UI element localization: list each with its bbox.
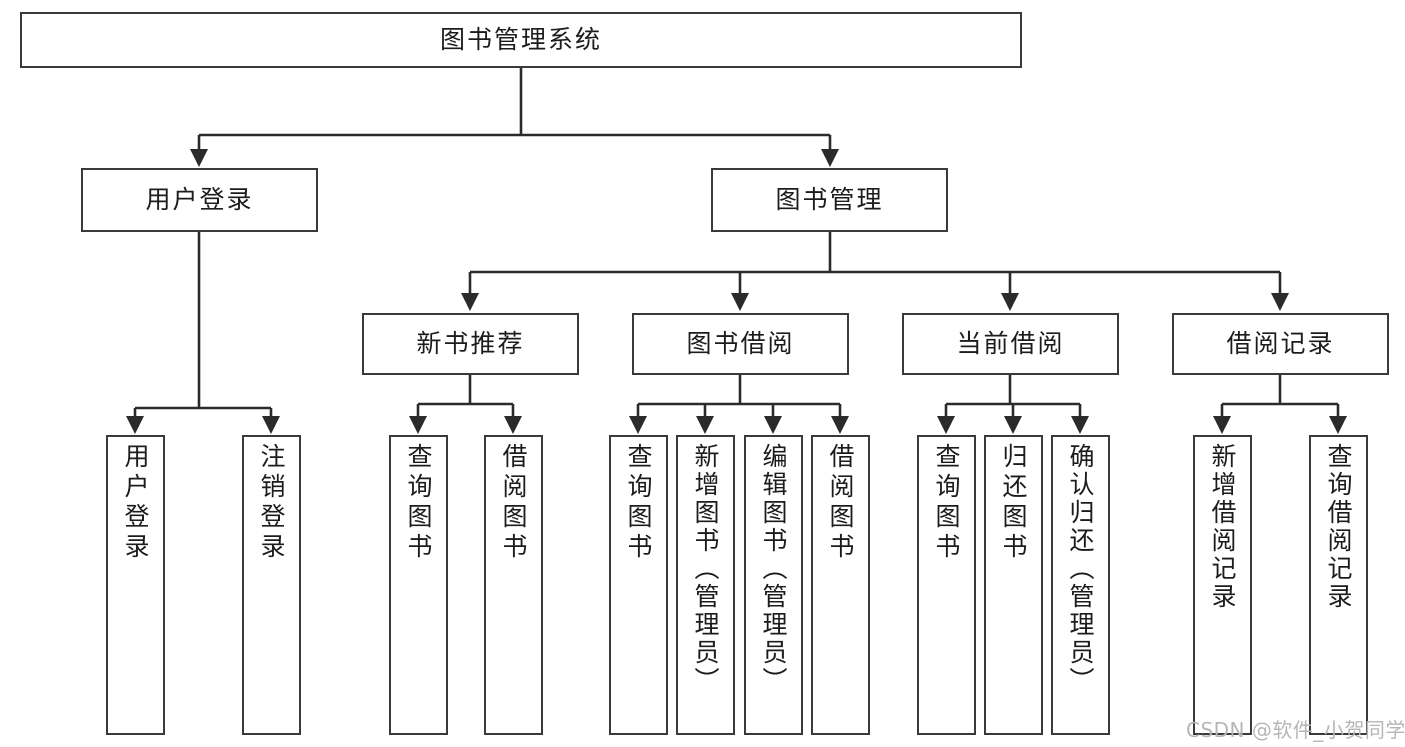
node-leaf-add-record[interactable]: 新增借阅记录 bbox=[1193, 435, 1252, 735]
node-label: 用户登录 bbox=[121, 443, 150, 563]
node-user-login[interactable]: 用户登录 bbox=[81, 168, 318, 232]
node-leaf-query-book-current[interactable]: 查询图书 bbox=[917, 435, 976, 735]
node-label: 查询图书 bbox=[932, 443, 961, 563]
node-leaf-borrow-book-recommend[interactable]: 借阅图书 bbox=[484, 435, 543, 735]
node-root-system[interactable]: 图书管理系统 bbox=[20, 12, 1022, 68]
node-new-book-recommend[interactable]: 新书推荐 bbox=[362, 313, 579, 375]
node-label: 图书管理 bbox=[775, 184, 884, 214]
node-current-borrow[interactable]: 当前借阅 bbox=[902, 313, 1119, 375]
node-leaf-add-book[interactable]: 新增图书（管理员） bbox=[676, 435, 735, 735]
csdn-watermark: CSDN @软件_小贺同学 bbox=[1186, 718, 1405, 742]
node-leaf-confirm-return[interactable]: 确认归还（管理员） bbox=[1051, 435, 1110, 735]
node-borrow-record[interactable]: 借阅记录 bbox=[1172, 313, 1389, 375]
node-leaf-return-book[interactable]: 归还图书 bbox=[984, 435, 1043, 735]
node-label: 新增借阅记录 bbox=[1208, 443, 1237, 611]
node-label: 新增图书（管理员） bbox=[691, 443, 720, 695]
node-label: 新书推荐 bbox=[416, 328, 525, 358]
node-label: 借阅记录 bbox=[1226, 328, 1335, 358]
node-leaf-borrow-book[interactable]: 借阅图书 bbox=[811, 435, 870, 735]
node-leaf-user-login[interactable]: 用户登录 bbox=[106, 435, 165, 735]
node-label: 归还图书 bbox=[999, 443, 1028, 563]
node-label: 借阅图书 bbox=[826, 443, 855, 563]
node-label: 图书管理系统 bbox=[439, 24, 602, 54]
node-leaf-query-book-recommend[interactable]: 查询图书 bbox=[389, 435, 448, 735]
node-label: 借阅图书 bbox=[499, 443, 528, 563]
node-book-manage[interactable]: 图书管理 bbox=[711, 168, 948, 232]
node-label: 查询图书 bbox=[624, 443, 653, 563]
node-label: 编辑图书（管理员） bbox=[759, 443, 788, 695]
node-leaf-query-record[interactable]: 查询借阅记录 bbox=[1309, 435, 1368, 735]
node-label: 注销登录 bbox=[257, 443, 286, 563]
node-label: 确认归还（管理员） bbox=[1066, 443, 1095, 695]
node-label: 查询图书 bbox=[404, 443, 433, 563]
node-label: 用户登录 bbox=[145, 184, 254, 214]
node-label: 查询借阅记录 bbox=[1324, 443, 1353, 611]
node-leaf-edit-book[interactable]: 编辑图书（管理员） bbox=[744, 435, 803, 735]
node-book-borrow[interactable]: 图书借阅 bbox=[632, 313, 849, 375]
node-leaf-user-logout[interactable]: 注销登录 bbox=[242, 435, 301, 735]
node-label: 当前借阅 bbox=[956, 328, 1065, 358]
node-leaf-query-book-borrow[interactable]: 查询图书 bbox=[609, 435, 668, 735]
node-label: 图书借阅 bbox=[686, 328, 795, 358]
